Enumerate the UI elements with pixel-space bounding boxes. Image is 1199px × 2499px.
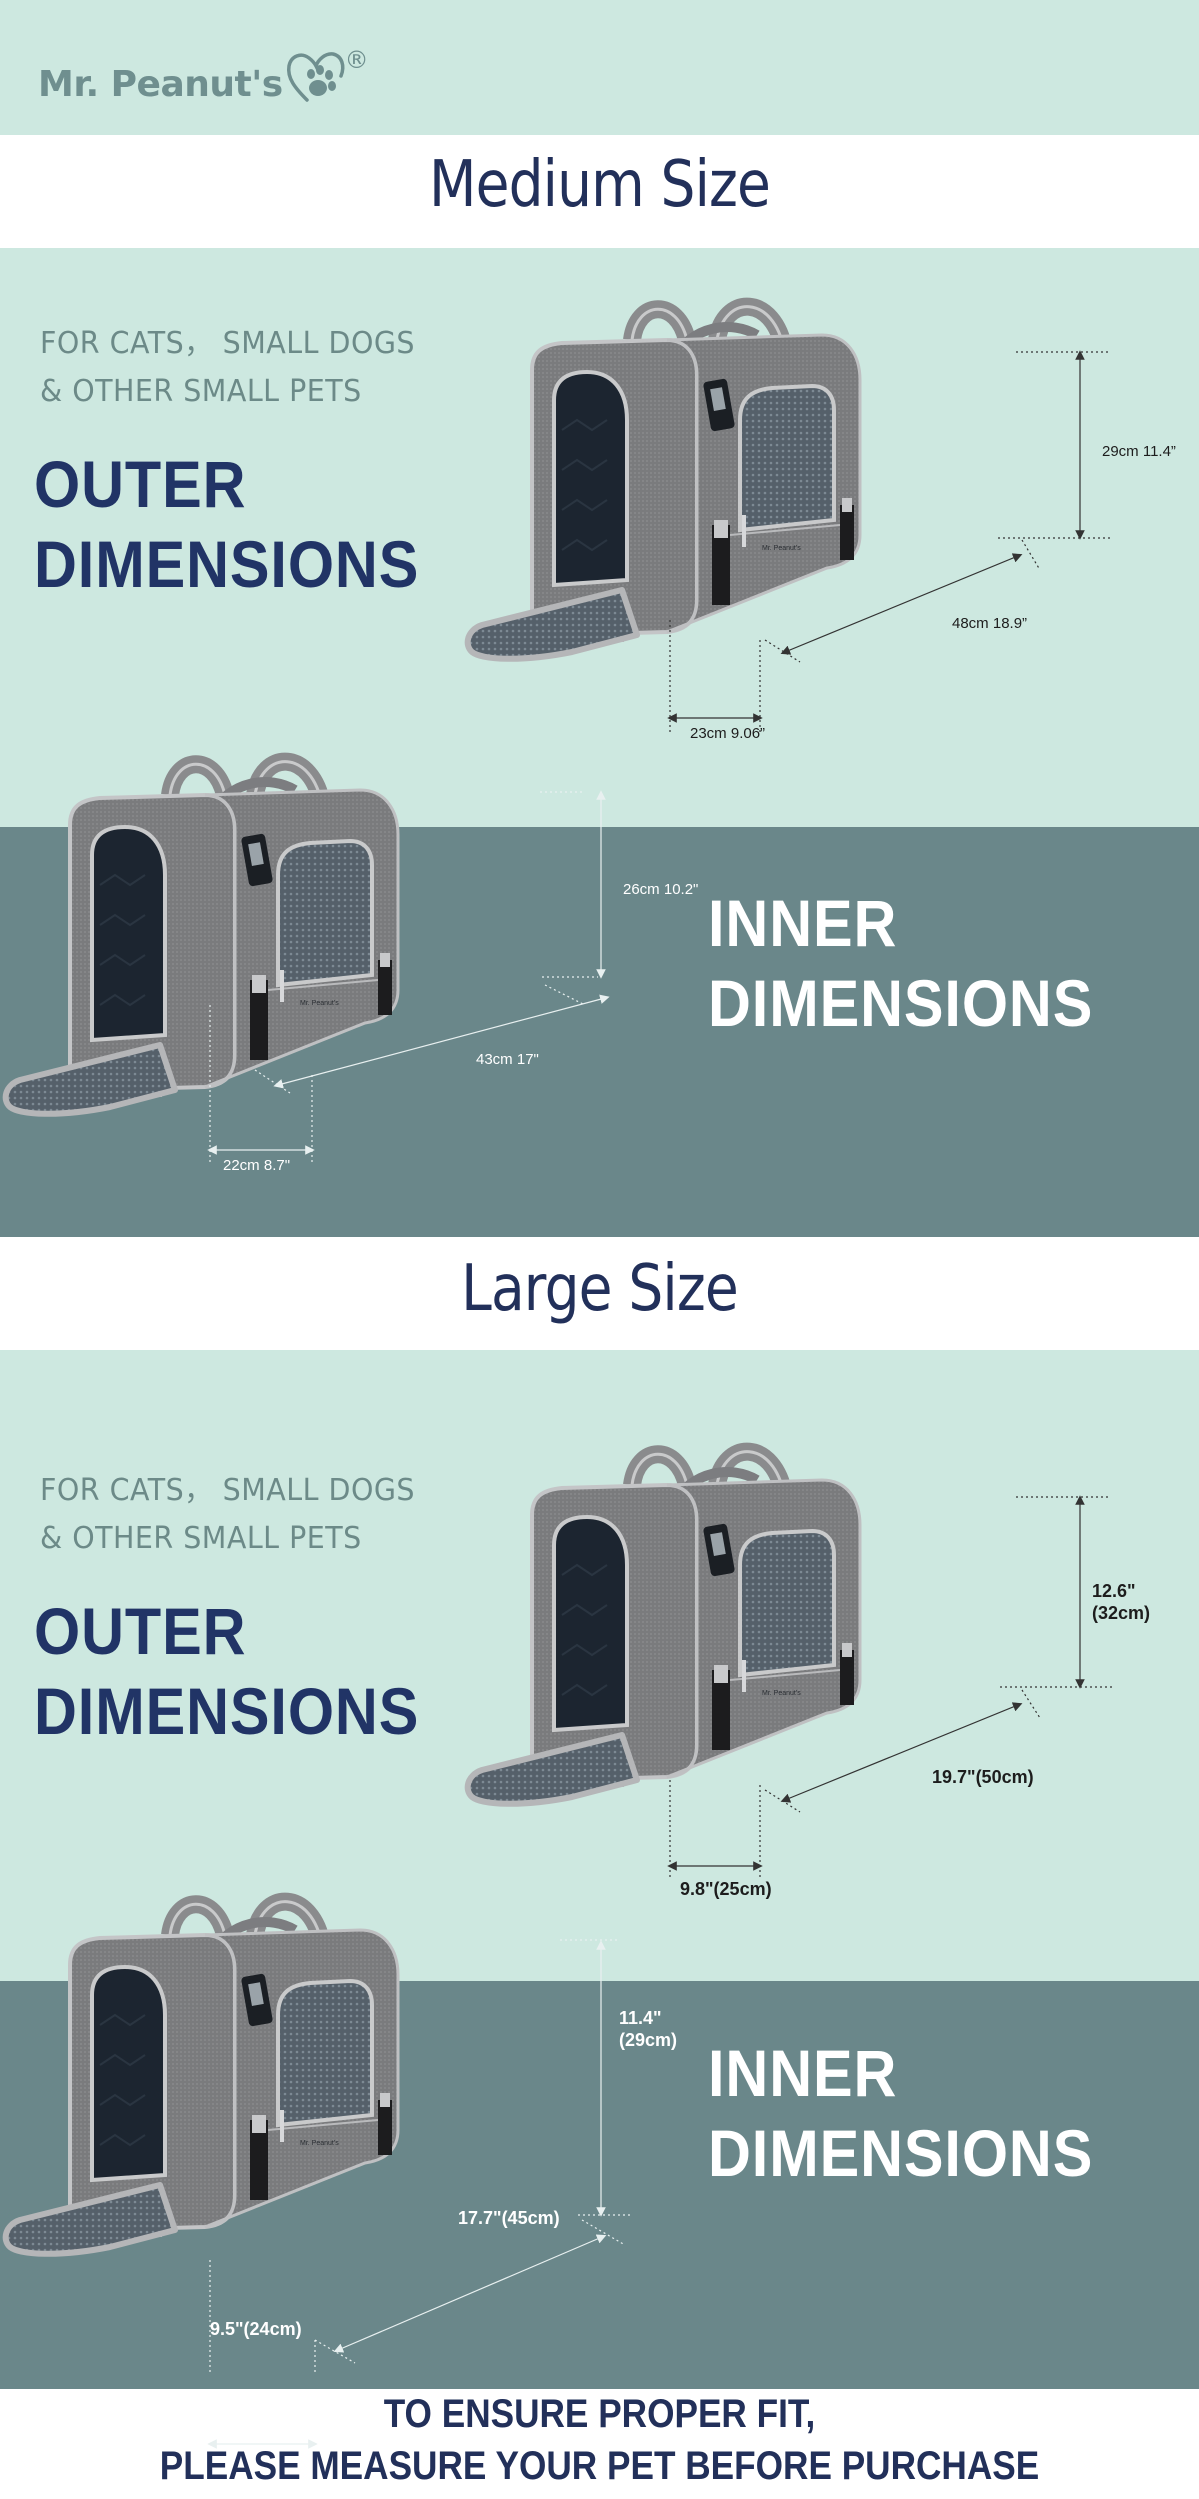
medium-outer-heading: OUTER DIMENSIONS	[34, 444, 419, 604]
large-outer-width-label: 9.8"(25cm)	[680, 1879, 772, 1899]
audience-line-1: FOR CATS， SMALL DOGS	[40, 326, 415, 361]
audience-line-2: & OTHER SMALL PETS	[40, 374, 362, 409]
heading-line-1: INNER	[708, 886, 898, 960]
medium-outer-height-label: 29cm 11.4”	[1102, 443, 1176, 460]
large-inner-width-label: 9.5"(24cm)	[210, 2319, 302, 2339]
height-line-2: (29cm)	[619, 2030, 678, 2050]
height-line-2: (32cm)	[1092, 1603, 1151, 1623]
medium-outer-width-label: 23cm 9.06”	[690, 725, 766, 742]
large-outer-heading: OUTER DIMENSIONS	[34, 1591, 419, 1751]
large-outer-length-label: 19.7"(50cm)	[932, 1767, 1034, 1787]
large-inner-heading: INNER DIMENSIONS	[708, 2033, 1093, 2193]
large-outer-height-label: 12.6" (32cm)	[1092, 1580, 1150, 1624]
medium-inner-width-label: 22cm 8.7"	[223, 1157, 291, 1174]
heading-line-2: DIMENSIONS	[34, 527, 420, 601]
large-inner-length-label: 17.7"(45cm)	[458, 2208, 560, 2228]
medium-outer-carrier-image	[462, 280, 882, 680]
heading-line-2: DIMENSIONS	[34, 1674, 420, 1748]
heart-paw-icon	[286, 52, 345, 102]
medium-size-title: Medium Size	[428, 148, 771, 222]
audience-line-2: & OTHER SMALL PETS	[40, 1521, 362, 1556]
heading-line-1: OUTER	[34, 447, 247, 521]
footer-line-2: PLEASE MEASURE YOUR PET BEFORE PURCHASE	[159, 2444, 1040, 2488]
footer-band	[0, 2389, 1199, 2499]
medium-audience: FOR CATS， SMALL DOGS & OTHER SMALL PETS	[40, 320, 415, 416]
height-line-1: 11.4"	[619, 2008, 662, 2028]
medium-title-band	[0, 135, 1199, 248]
registered-mark: ®	[344, 46, 369, 74]
medium-outer-length-label: 48cm 18.9”	[952, 615, 1028, 632]
large-inner-height-label: 11.4" (29cm)	[619, 2007, 677, 2051]
medium-inner-length-label: 43cm 17"	[476, 1051, 539, 1068]
large-title-band	[0, 1237, 1199, 1350]
height-line-1: 12.6"	[1092, 1581, 1136, 1601]
footer-line-1: TO ENSURE PROPER FIT,	[383, 2392, 816, 2436]
medium-inner-heading: INNER DIMENSIONS	[708, 883, 1093, 1043]
large-audience: FOR CATS， SMALL DOGS & OTHER SMALL PETS	[40, 1467, 415, 1563]
large-outer-carrier-image	[462, 1425, 882, 1825]
medium-inner-height-label: 26cm 10.2"	[623, 881, 699, 898]
large-inner-carrier-image	[0, 1875, 420, 2275]
brand-name: Mr. Peanut's	[38, 64, 283, 105]
large-size-title: Large Size	[461, 1252, 739, 1326]
audience-line-1: FOR CATS， SMALL DOGS	[40, 1473, 415, 1508]
heading-line-1: INNER	[708, 2036, 898, 2110]
heading-line-2: DIMENSIONS	[708, 966, 1094, 1040]
header-band	[0, 0, 1199, 135]
heading-line-2: DIMENSIONS	[708, 2116, 1094, 2190]
brand-logo: Mr. Peanut's ®	[38, 46, 369, 105]
heading-line-1: OUTER	[34, 1594, 247, 1668]
medium-inner-carrier-image	[0, 735, 420, 1135]
